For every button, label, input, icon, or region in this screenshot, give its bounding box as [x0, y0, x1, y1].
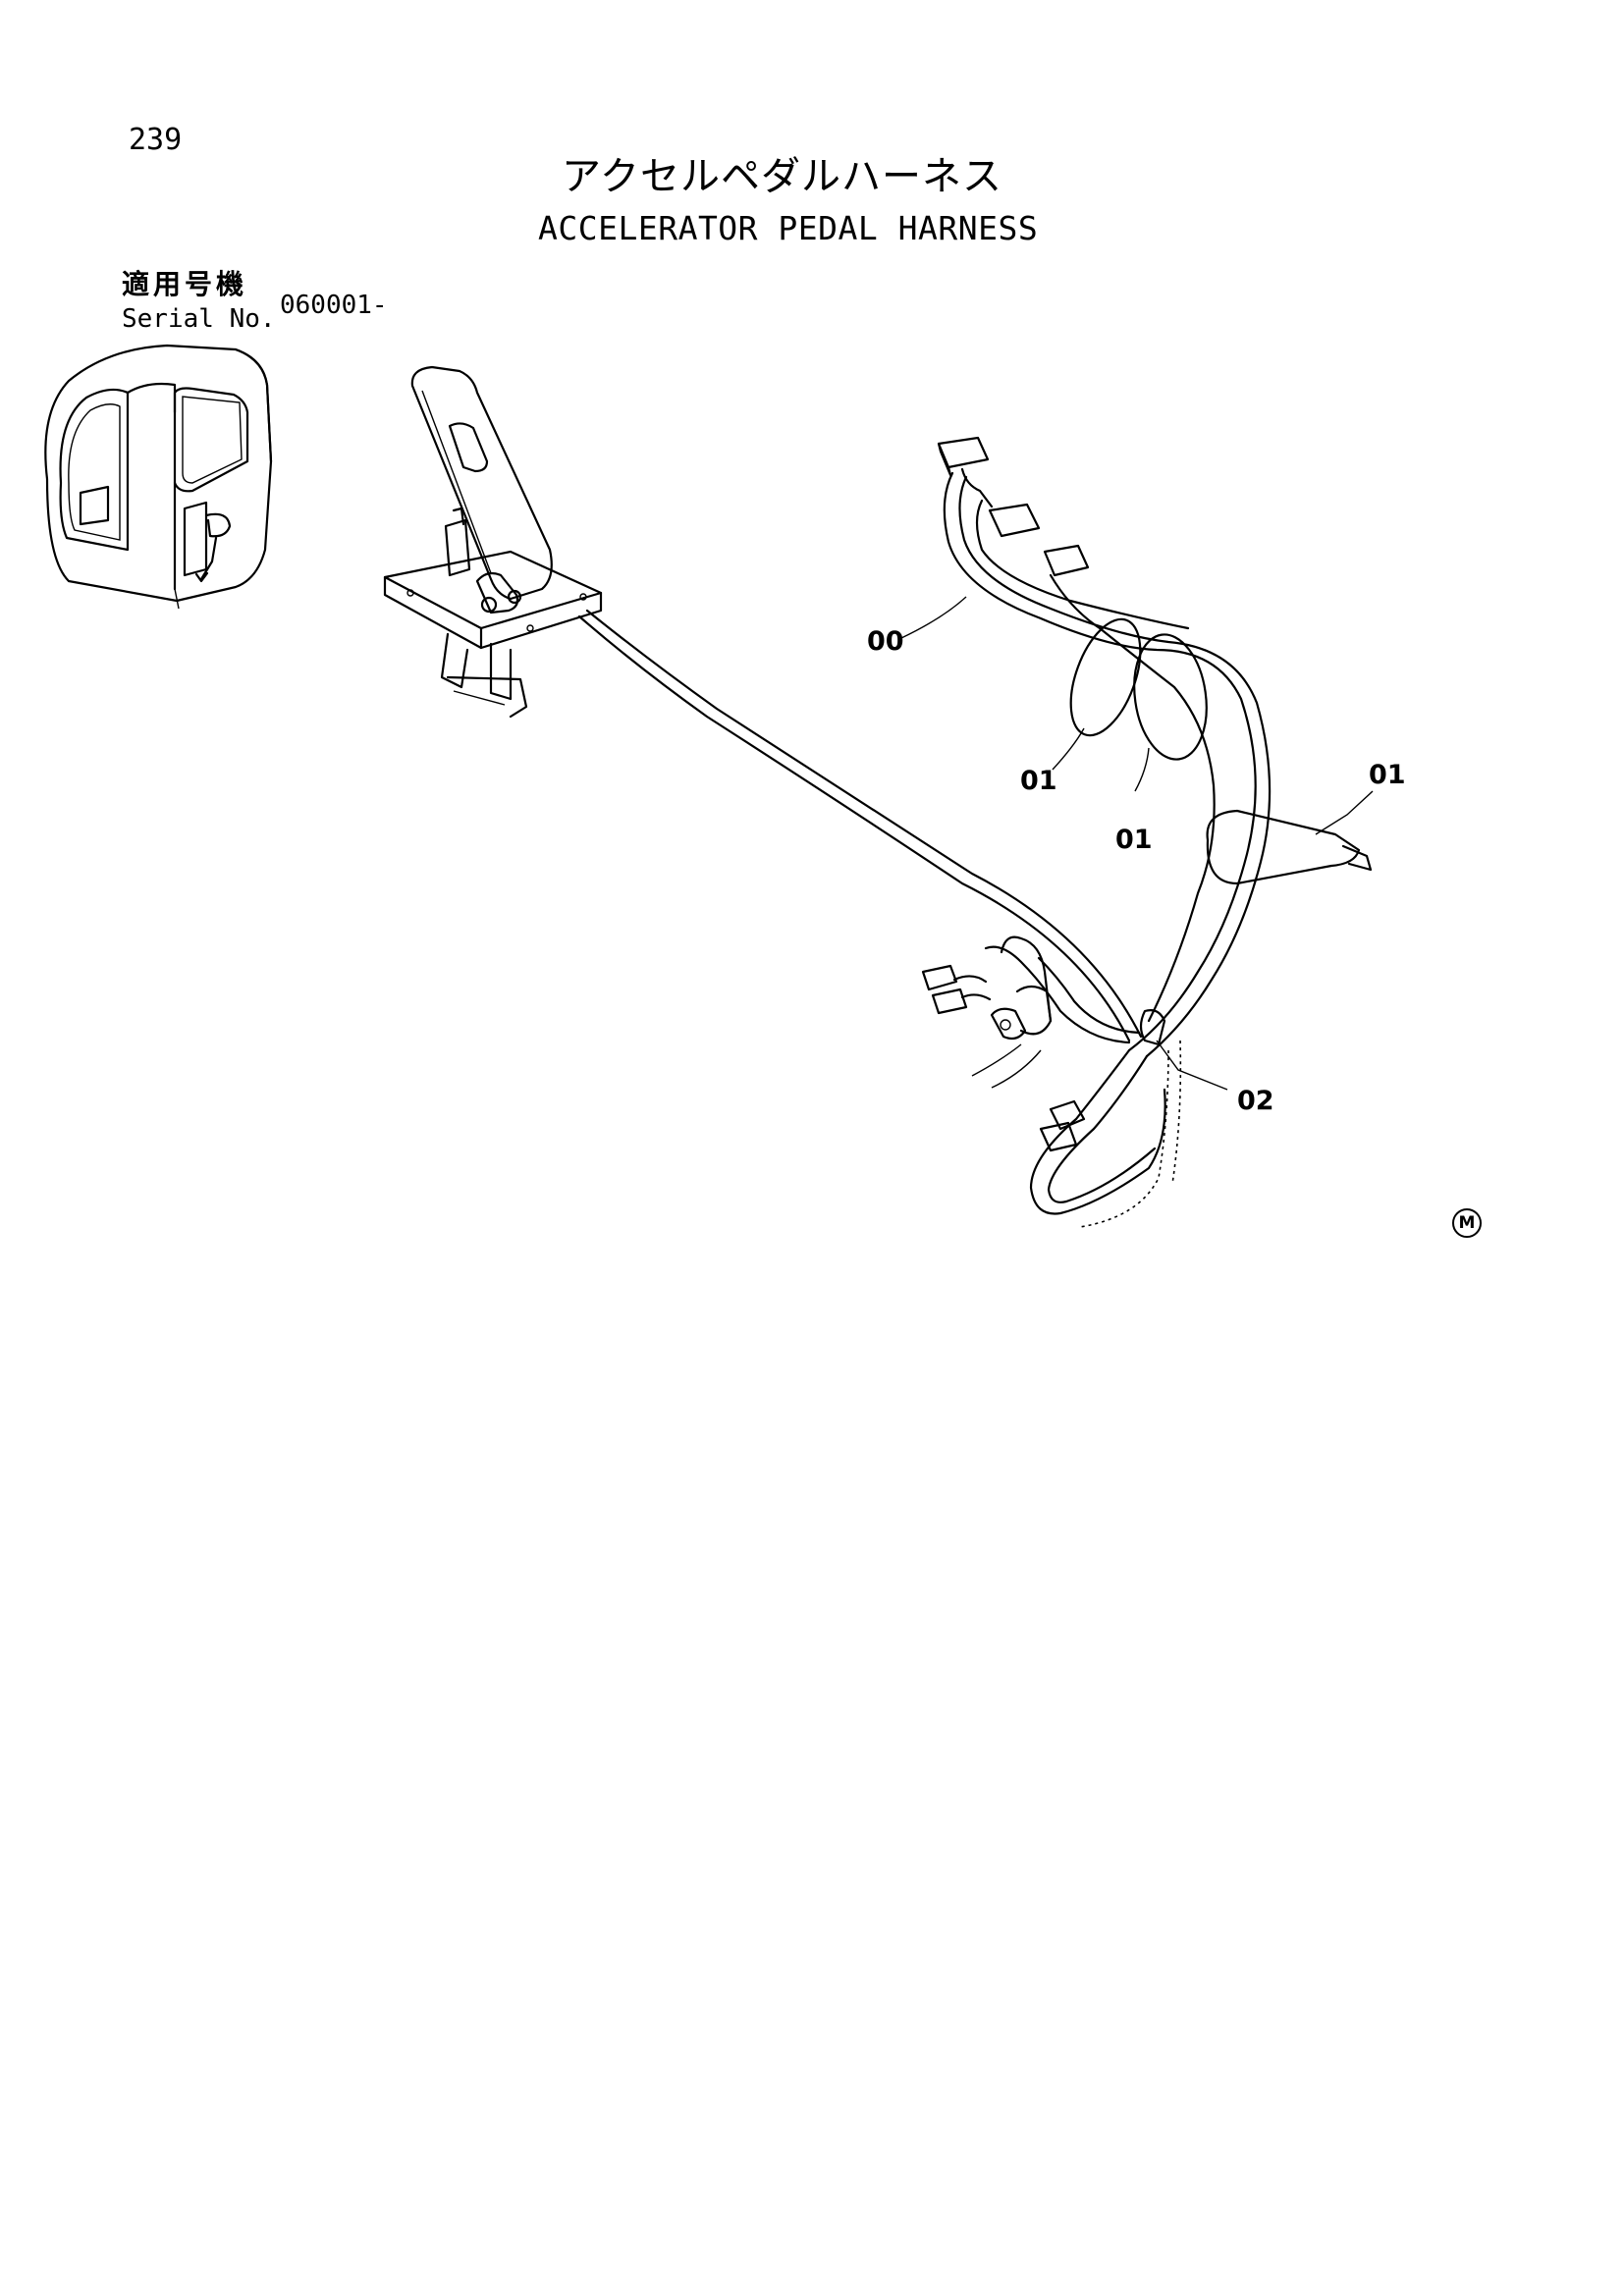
callout-clamp: 02	[1237, 1086, 1274, 1116]
callout-leaders	[900, 596, 1374, 1091]
callout-harness: 00	[867, 626, 904, 657]
page-title-english: ACCELERATOR PEDAL HARNESS	[538, 209, 1039, 247]
manufacturer-mark: M	[1452, 1208, 1482, 1238]
accelerator-pedal-icon	[383, 365, 603, 719]
serial-number-value: 060001-	[280, 291, 388, 320]
page-number: 239	[129, 123, 183, 157]
clamp-band-icon	[1069, 617, 1373, 1046]
serial-label-japanese: 適用号機	[122, 268, 248, 300]
pedal-cable-icon	[577, 609, 1182, 1228]
page-title-japanese: アクセルペダルハーネス	[562, 154, 1002, 199]
harness-icon	[921, 436, 1272, 1215]
callout-clamp-band: 01	[1115, 825, 1153, 855]
callout-clamp-band: 01	[1369, 760, 1406, 790]
cab-location-icon	[44, 344, 273, 610]
callout-clamp-band: 01	[1020, 766, 1057, 796]
serial-label-english: Serial No.	[122, 304, 276, 334]
